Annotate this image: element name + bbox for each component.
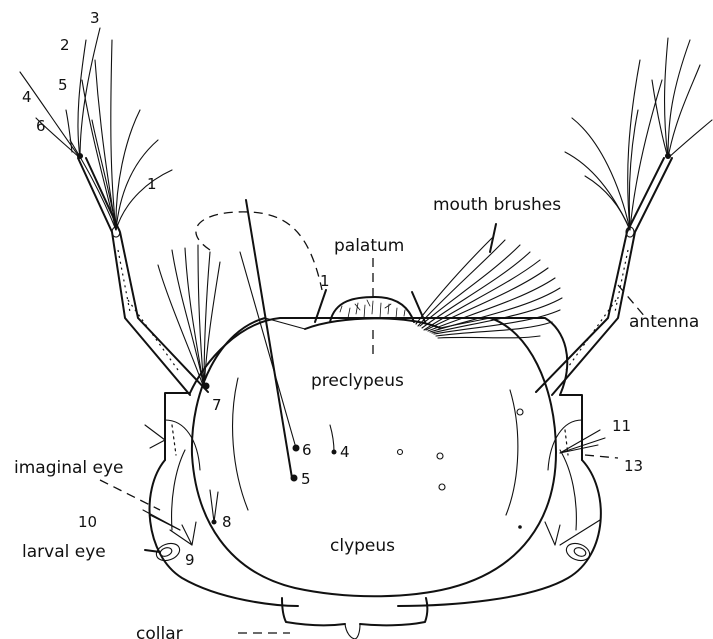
- seta-number: 8: [222, 513, 232, 531]
- left-antenna: [78, 158, 208, 395]
- seta-number: 11: [612, 417, 631, 435]
- seta-number: 6: [36, 117, 46, 135]
- seta-number: 6: [302, 441, 312, 459]
- seta-number: 3: [90, 9, 100, 27]
- label-mouth-brushes: mouth brushes: [433, 195, 561, 215]
- setae-11-13: [145, 425, 605, 455]
- label-palatum: palatum: [334, 236, 404, 256]
- head-capsule: [150, 318, 601, 606]
- seta-number: 1: [320, 272, 330, 290]
- seta-number: 7: [212, 396, 222, 414]
- leader-lines: [100, 224, 646, 633]
- label-imaginal-eye: imaginal eye: [14, 458, 124, 478]
- label-antenna: antenna: [629, 312, 699, 332]
- clypeal-pits: [330, 409, 523, 529]
- collar-plate: [282, 598, 427, 639]
- label-preclypeus: preclypeus: [311, 371, 404, 391]
- seta-number: 5: [301, 470, 311, 488]
- seta-number: 13: [624, 457, 643, 475]
- right-antennal-setae: [565, 38, 712, 230]
- seta-number: 9: [185, 551, 195, 569]
- seta-numbers: 3 2 5 4 6 1 1 7 6 4 5 8 9 10 11 13: [22, 9, 643, 569]
- setae-5-6: [240, 200, 300, 482]
- label-larval-eye: larval eye: [22, 542, 106, 562]
- seta-8: [210, 490, 218, 524]
- label-collar: collar: [136, 624, 183, 639]
- seta-number: 2: [60, 36, 70, 54]
- seta-number: 4: [22, 88, 32, 106]
- mouth-brushes-tuft: [416, 238, 562, 338]
- label-clypeus: clypeus: [330, 536, 395, 556]
- seta-number: 10: [78, 513, 97, 531]
- right-antenna: [536, 158, 672, 395]
- seta-number: 5: [58, 76, 68, 94]
- seta-number: 1: [147, 175, 157, 193]
- seta-number: 4: [340, 443, 350, 461]
